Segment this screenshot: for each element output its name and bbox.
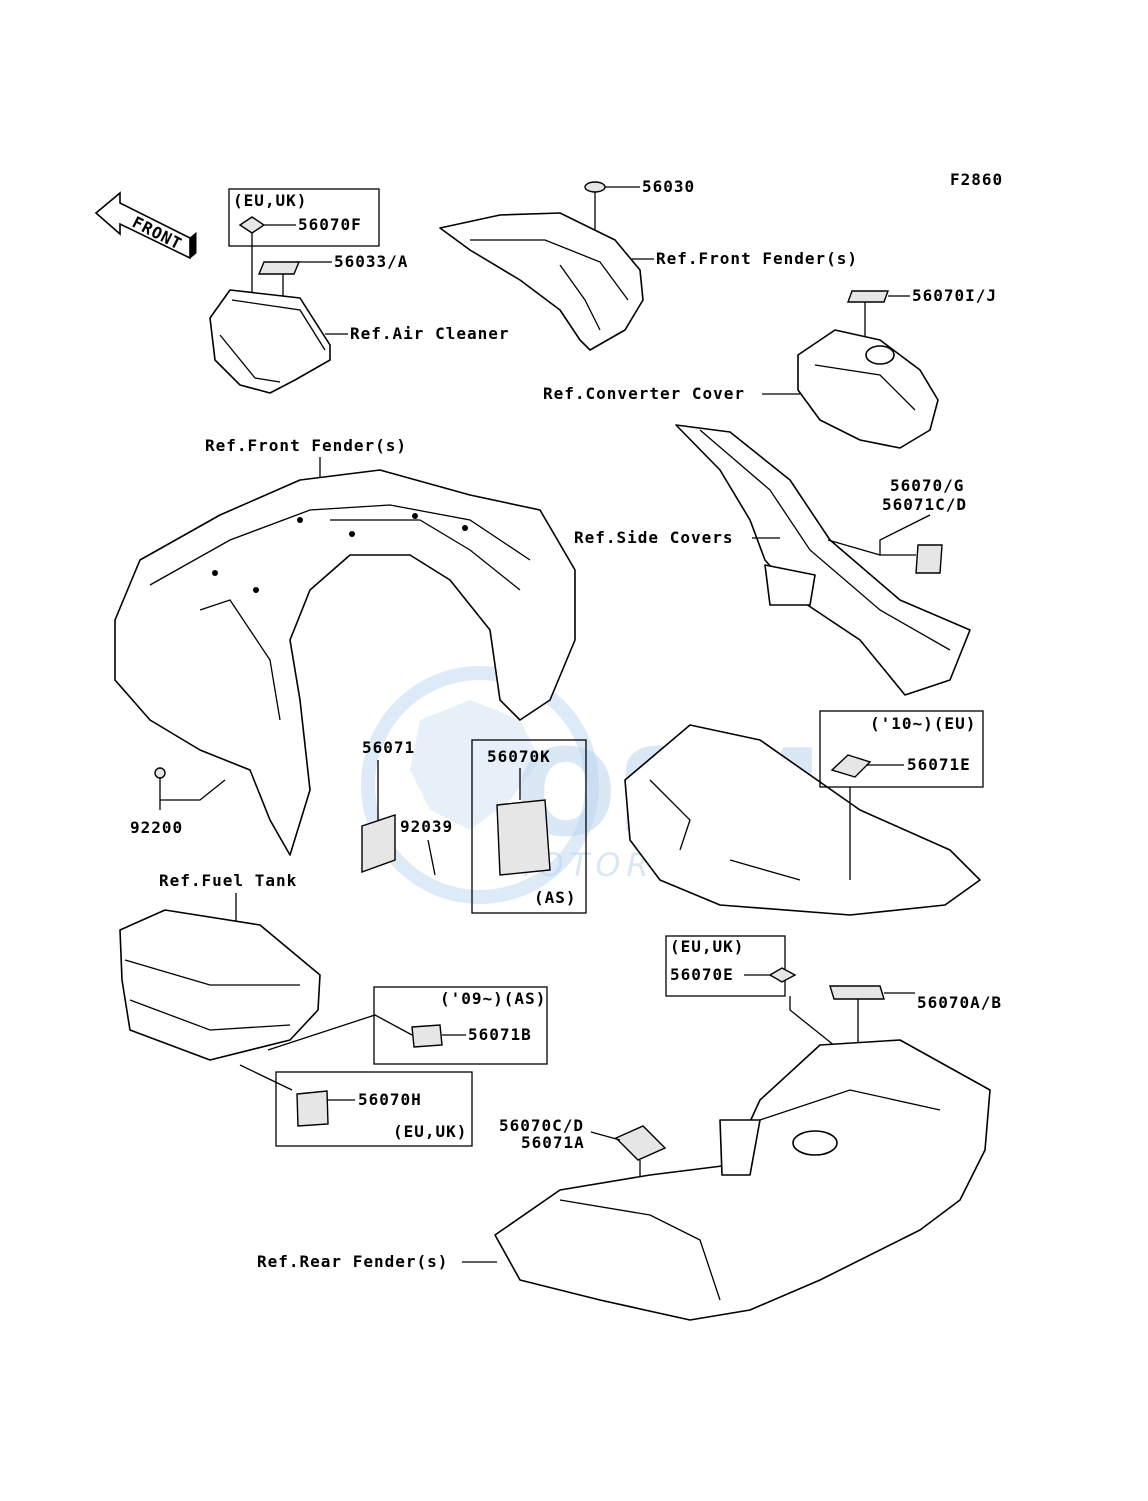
market-note-eu-uk-1: (EU,UK): [233, 191, 307, 210]
front-arrow-icon: FRONT: [94, 191, 197, 260]
market-note-eu-uk-2: (EU,UK): [393, 1122, 467, 1141]
callout-56070CD: 56070C/D: [499, 1116, 584, 1135]
ref-side-covers: Ref.Side Covers: [574, 528, 734, 547]
decal-56070E: [768, 967, 797, 983]
decal-56071E: [830, 754, 872, 778]
decal-56071B: [411, 1024, 443, 1048]
callout-92200: 92200: [130, 818, 183, 837]
callout-56070H: 56070H: [358, 1090, 422, 1109]
y09-as-box: [373, 986, 548, 1065]
callout-56071B: 56071B: [468, 1025, 532, 1044]
seat-group: ('10~)(EU) 56071E: [624, 710, 984, 916]
clip-92200-icon: [154, 767, 166, 779]
decal-56070CD: [614, 1125, 667, 1161]
y10-eu-box: [819, 710, 984, 788]
decal-56033A: [257, 261, 301, 275]
ref-converter-cover: Ref.Converter Cover: [543, 384, 745, 403]
market-note-10-eu: ('10~)(EU): [870, 714, 976, 733]
air-cleaner-part: [209, 289, 331, 394]
decal-56071: [361, 814, 396, 873]
eu-uk-box-3: [665, 935, 786, 997]
seat-part: [624, 724, 981, 916]
decal-56070F: [238, 216, 266, 234]
ref-front-fender-main: Ref.Front Fender(s): [205, 436, 407, 455]
decal-56070IJ: [847, 290, 889, 303]
top-front-fender-group: 56030 Ref.Front Fender(s): [439, 177, 858, 351]
callout-56070K: 56070K: [487, 747, 551, 766]
callout-56070AB: 56070A/B: [917, 993, 1002, 1012]
rear-fender-part: [494, 1039, 991, 1321]
decal-56070K: [496, 799, 551, 876]
market-note-as-1: (AS): [534, 888, 577, 907]
front-arrow-label: FRONT: [129, 213, 185, 254]
callout-56071CD: 56071C/D: [882, 495, 967, 514]
eu-uk-box-2: [275, 1071, 473, 1147]
market-note-09-as: ('09~)(AS): [440, 989, 546, 1008]
callout-56070G: 56070/G: [890, 476, 964, 495]
callout-56070E: 56070E: [670, 965, 734, 984]
ref-air-cleaner: Ref.Air Cleaner: [350, 324, 510, 343]
fuel-tank-group: Ref.Fuel Tank ('09~)(AS) 56071B 56070H (…: [119, 871, 548, 1147]
callout-92039: 92039: [400, 817, 453, 836]
eu-uk-box-1: [228, 188, 380, 247]
rear-fender-group: (EU,UK) 56070E 56070A/B 56070C/D 56071A …: [257, 935, 1002, 1321]
decal-56030: [584, 181, 606, 193]
front-fender-main-group: Ref.Front Fender(s) 92200 56071 92039: [114, 436, 576, 876]
callout-56033A: 56033/A: [334, 252, 408, 271]
decal-56070AB: [829, 985, 885, 1000]
market-note-eu-uk-3: (EU,UK): [670, 937, 744, 956]
side-covers-group: Ref.Side Covers 56070/G 56071C/D: [574, 424, 971, 696]
ref-front-fender-top: Ref.Front Fender(s): [656, 249, 858, 268]
air-cleaner-group: (EU,UK) 56070F 56033/A Ref.Air Cleaner: [209, 188, 510, 394]
ref-rear-fender: Ref.Rear Fender(s): [257, 1252, 448, 1271]
callout-56071A: 56071A: [521, 1133, 585, 1152]
callout-56071: 56071: [362, 738, 415, 757]
front-fender-main-part: [114, 469, 576, 856]
ref-fuel-tank: Ref.Fuel Tank: [159, 871, 297, 890]
side-cover-part: [675, 424, 971, 696]
callout-56071E: 56071E: [907, 755, 971, 774]
figure-code: F2860: [950, 170, 1003, 189]
converter-cover-group: 56070I/J Ref.Converter Cover: [543, 286, 997, 449]
converter-cover-part: [797, 329, 939, 449]
decal-56070G: [915, 544, 943, 574]
callout-56070F: 56070F: [298, 215, 362, 234]
callout-56070IJ: 56070I/J: [912, 286, 997, 305]
callout-56030: 56030: [642, 177, 695, 196]
decal-56070H: [296, 1090, 329, 1127]
as-box: [471, 739, 587, 914]
56070K-group: 56070K (AS): [471, 739, 587, 914]
